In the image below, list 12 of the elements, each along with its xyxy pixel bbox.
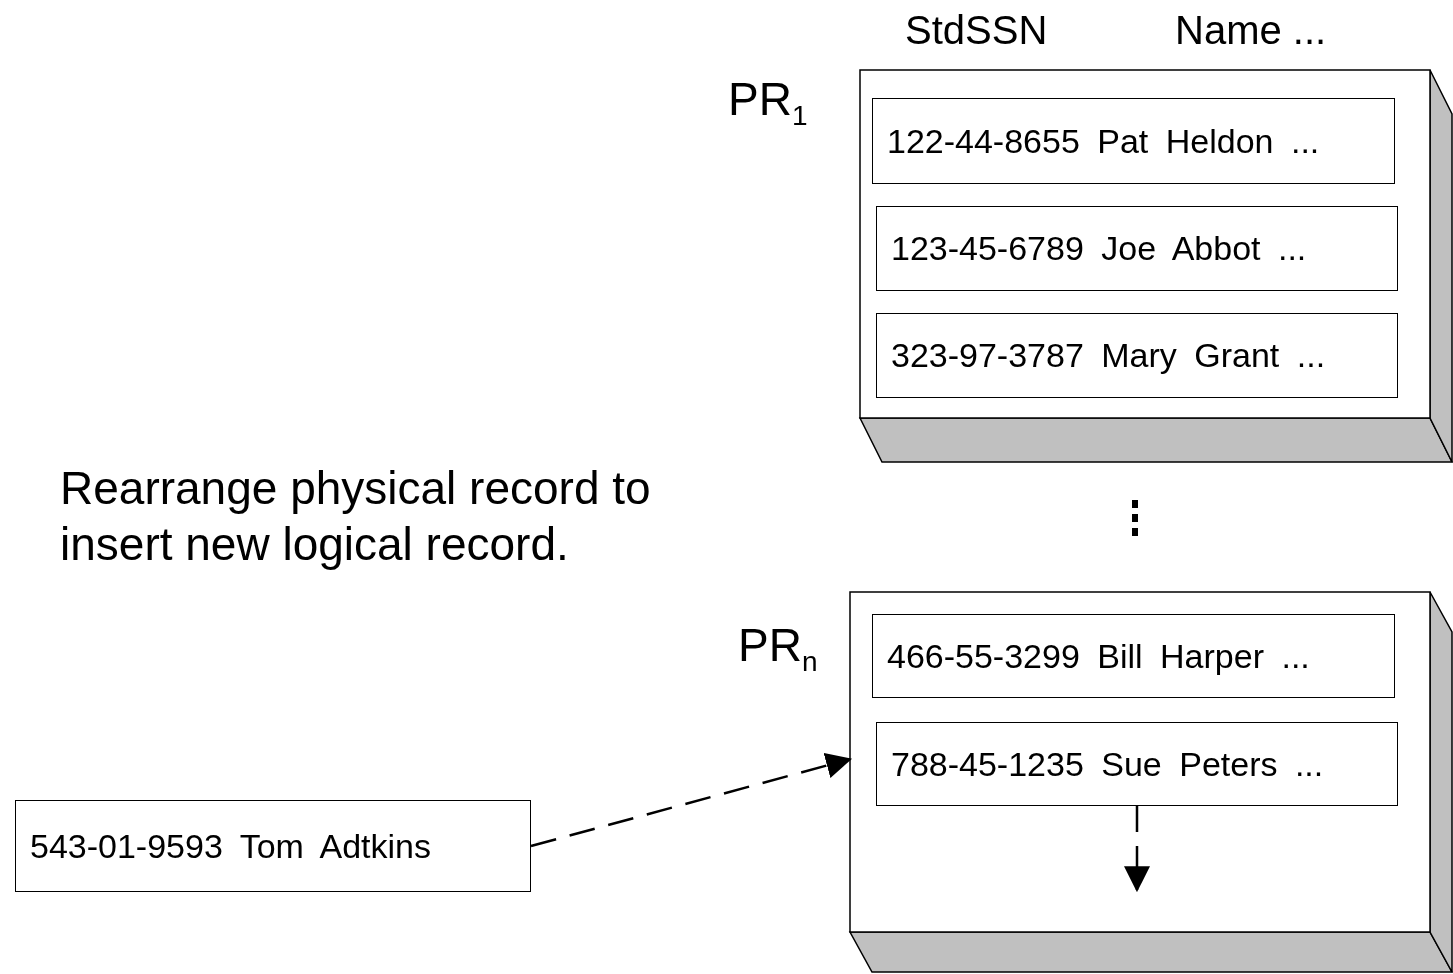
record-row: 543-01-9593 Tom Adtkins bbox=[15, 800, 531, 892]
record-row: 323-97-3787 Mary Grant ... bbox=[876, 313, 1398, 398]
note-text: Rearrange physical record to insert new logical record. bbox=[60, 461, 652, 573]
record-row: 122-44-8655 Pat Heldon ... bbox=[872, 98, 1395, 184]
dashed-arrow bbox=[1124, 806, 1150, 893]
record-row: 466-55-3299 Bill Harper ... bbox=[872, 614, 1395, 698]
column-header: Name ... bbox=[1175, 8, 1327, 53]
block-label: PR$_{1}$ bbox=[728, 72, 808, 133]
record-row: 123-45-6789 Joe Abbot ... bbox=[876, 206, 1398, 291]
record-row: 788-45-1235 Sue Peters ... bbox=[876, 722, 1398, 806]
block-label: PR$_{n}$ bbox=[738, 618, 818, 679]
column-header: StdSSN bbox=[905, 8, 1048, 53]
